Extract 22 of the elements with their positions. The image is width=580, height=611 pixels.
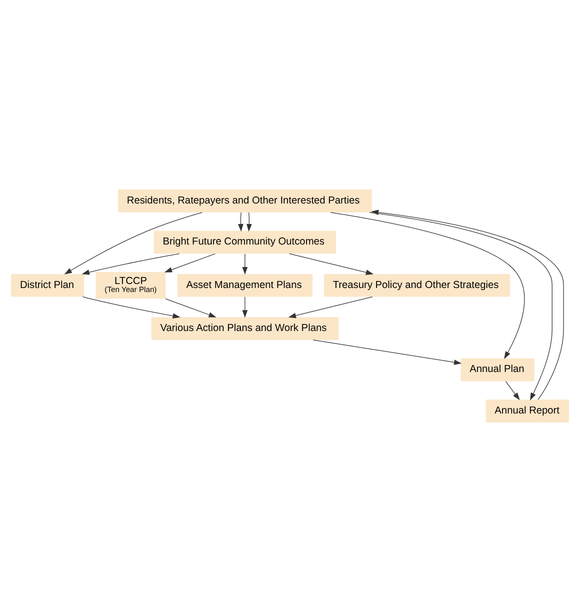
node-box: Treasury Policy and Other Strategies [324,273,510,296]
node-box: Bright Future Community Outcomes [154,230,336,254]
node-box: Asset Management Plans [177,273,313,296]
node-box: Annual Report [486,399,569,422]
arrow [312,339,462,364]
arrow [330,212,525,359]
arrow [82,296,180,318]
arrow [82,252,180,274]
arrow [164,252,216,272]
node-box: Annual Plan [460,358,534,381]
arrow [64,212,203,274]
arrow [246,212,252,232]
node-box: Various Action Plans and Work Plans [151,316,339,340]
arrow [242,296,248,318]
arrow [289,252,374,274]
arrow [238,212,244,232]
node-box: Residents, Ratepayers and Other Interested Parties [118,189,372,212]
arrow [505,380,520,400]
arrow [165,298,216,317]
arrow [288,296,373,318]
arrow [242,253,248,274]
node-box: District Plan [11,273,84,296]
